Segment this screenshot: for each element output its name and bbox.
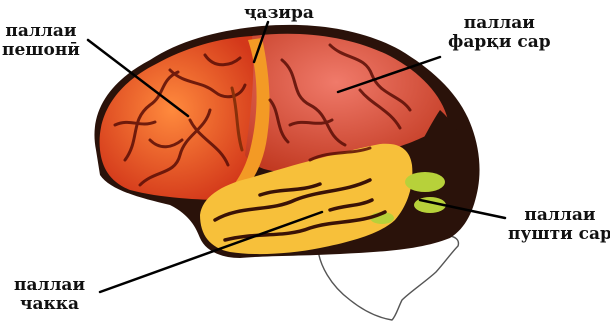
occipital-lobe-label-line2: пушти сар xyxy=(508,225,610,244)
insula-label: ҷазира xyxy=(244,4,314,23)
occipital-spot xyxy=(405,172,445,192)
frontal-lobe-label-line1: паллаи xyxy=(2,22,80,41)
temporal-lobe-label-line2: чакка xyxy=(14,295,85,314)
insula-label-line1: ҷазира xyxy=(244,4,314,23)
temporal-lobe-label-line1: паллаи xyxy=(14,276,85,295)
frontal-lobe-label-line2: пешонӣ xyxy=(2,41,80,60)
parietal-lobe-label: паллаи фарқи сар xyxy=(448,14,551,52)
occipital-lobe-label: паллаи пушти сар xyxy=(508,206,610,244)
occipital-lobe-label-line1: паллаи xyxy=(508,206,610,225)
parietal-lobe-label-line1: паллаи xyxy=(448,14,551,33)
parietal-lobe-label-line2: фарқи сар xyxy=(448,33,551,52)
temporal-lobe-label: паллаи чакка xyxy=(14,276,85,314)
frontal-lobe-label: паллаи пешонӣ xyxy=(2,22,80,60)
